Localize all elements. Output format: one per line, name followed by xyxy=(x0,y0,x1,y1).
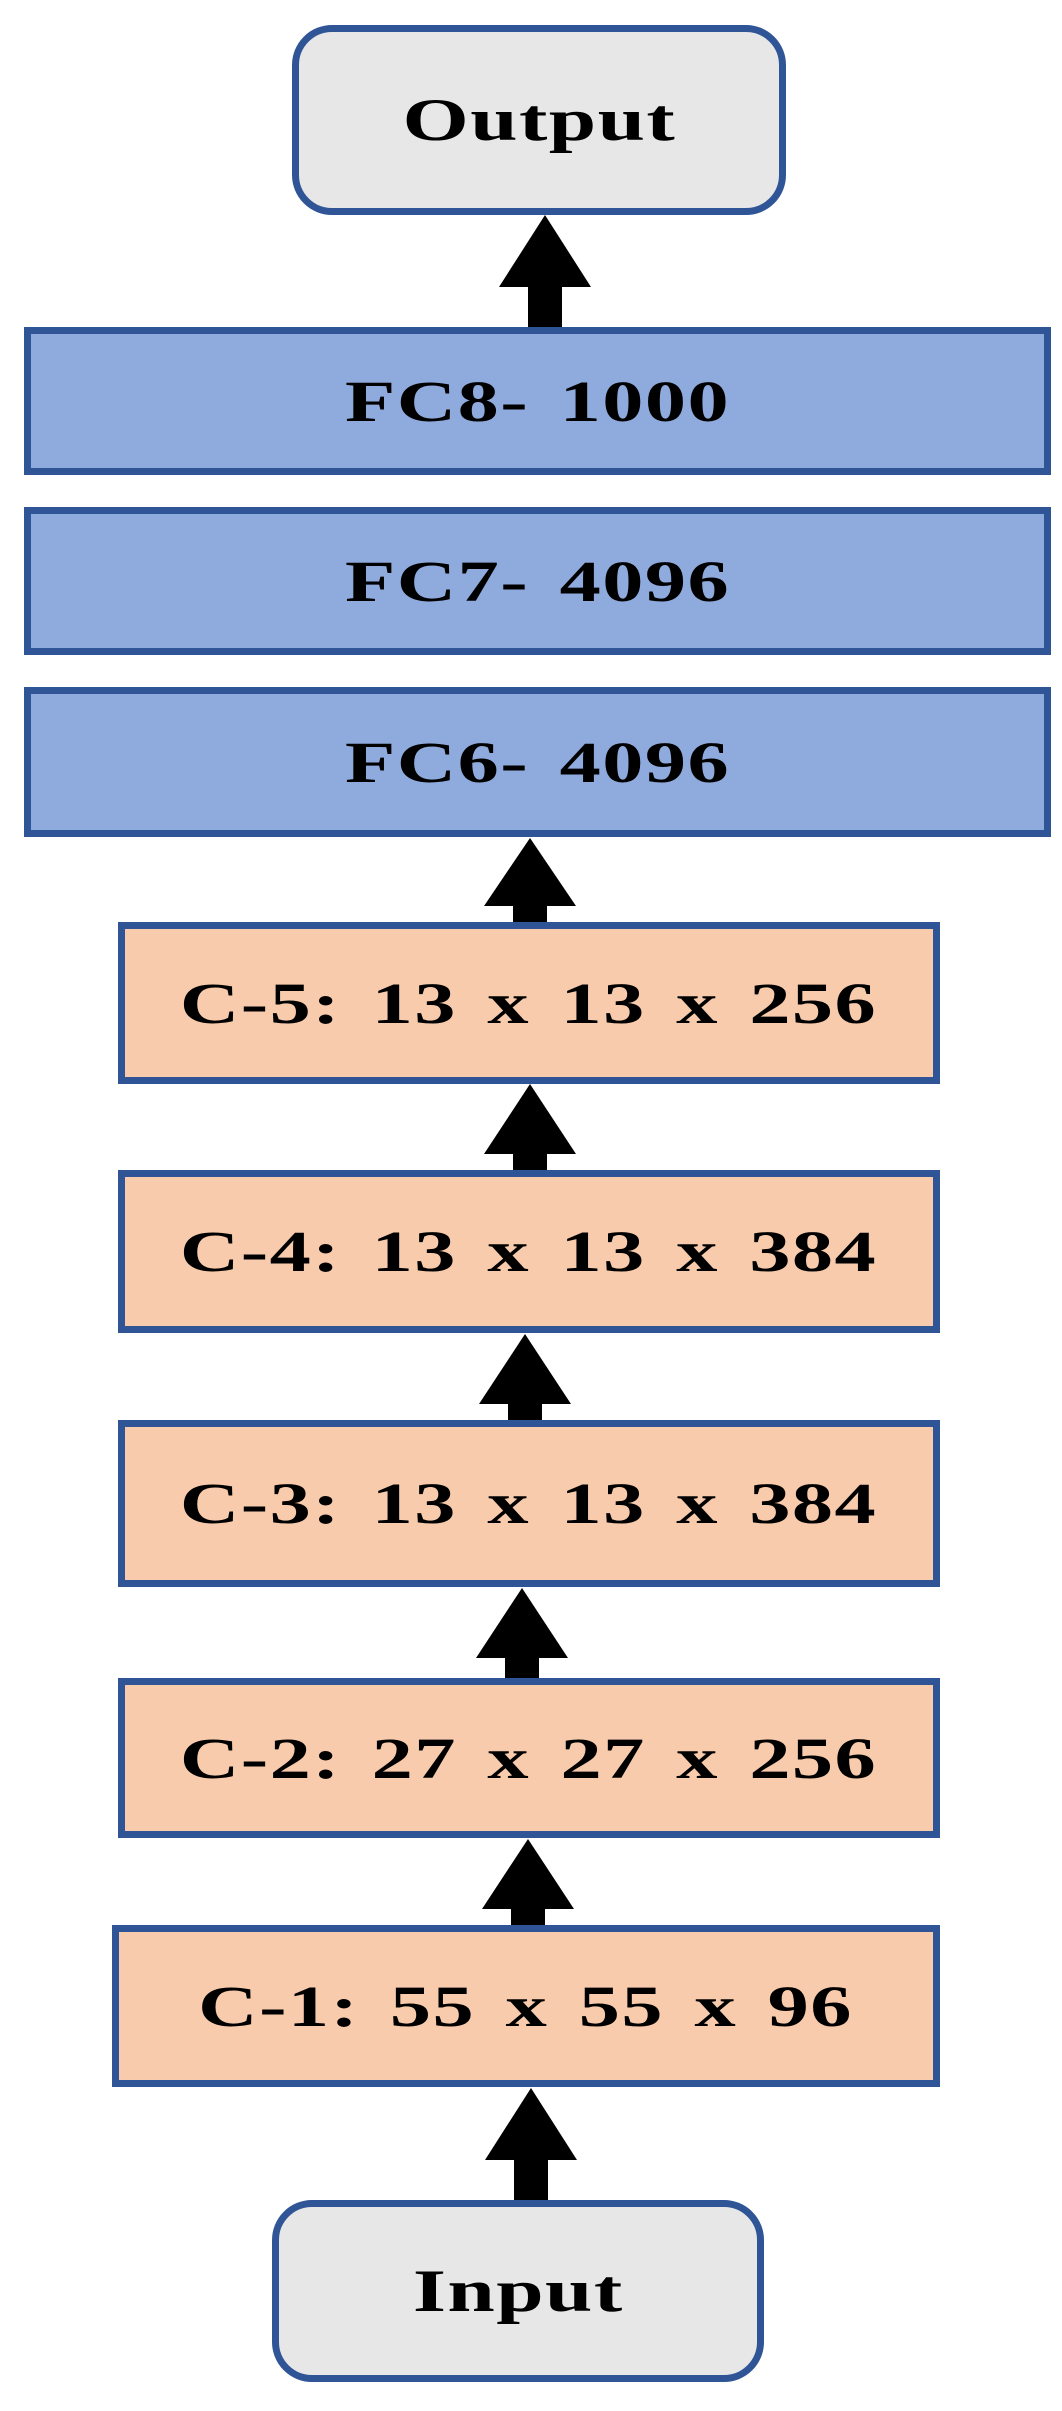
fc7-layer-label: FC7- 4096 xyxy=(344,548,731,614)
conv1-layer-box: C-1: 55 x 55 x 96 xyxy=(112,1925,940,2087)
conv2-layer-label: C-2: 27 x 27 x 256 xyxy=(180,1725,878,1791)
fc8-layer-label: FC8- 1000 xyxy=(344,368,731,434)
arrow-up-icon xyxy=(485,2088,577,2200)
fc7-layer-box: FC7- 4096 xyxy=(24,507,1051,655)
conv4-layer-box: C-4: 13 x 13 x 384 xyxy=(118,1170,940,1333)
fc6-layer-label: FC6- 4096 xyxy=(344,729,731,795)
conv1-layer-label: C-1: 55 x 55 x 96 xyxy=(198,1973,854,2039)
conv5-layer-box: C-5: 13 x 13 x 256 xyxy=(118,922,940,1084)
arrow-up-icon xyxy=(499,215,591,327)
input-label: Input xyxy=(412,2257,624,2324)
conv3-layer-box: C-3: 13 x 13 x 384 xyxy=(118,1420,940,1587)
arrow-up-icon xyxy=(482,1839,574,1925)
conv5-layer-label: C-5: 13 x 13 x 256 xyxy=(180,970,878,1036)
conv2-layer-box: C-2: 27 x 27 x 256 xyxy=(118,1678,940,1838)
arrow-up-icon xyxy=(479,1334,571,1420)
arrow-up-icon xyxy=(484,1084,576,1170)
arrow-up-icon xyxy=(476,1588,568,1678)
conv4-layer-label: C-4: 13 x 13 x 384 xyxy=(180,1219,878,1284)
arrow-up-icon xyxy=(484,838,576,922)
fc8-layer-box: FC8- 1000 xyxy=(24,327,1051,475)
output-label: Output xyxy=(402,86,676,153)
fc6-layer-box: FC6- 4096 xyxy=(24,687,1051,837)
input-node: Input xyxy=(272,2200,764,2382)
conv3-layer-label: C-3: 13 x 13 x 384 xyxy=(180,1471,878,1536)
output-node: Output xyxy=(292,25,786,215)
